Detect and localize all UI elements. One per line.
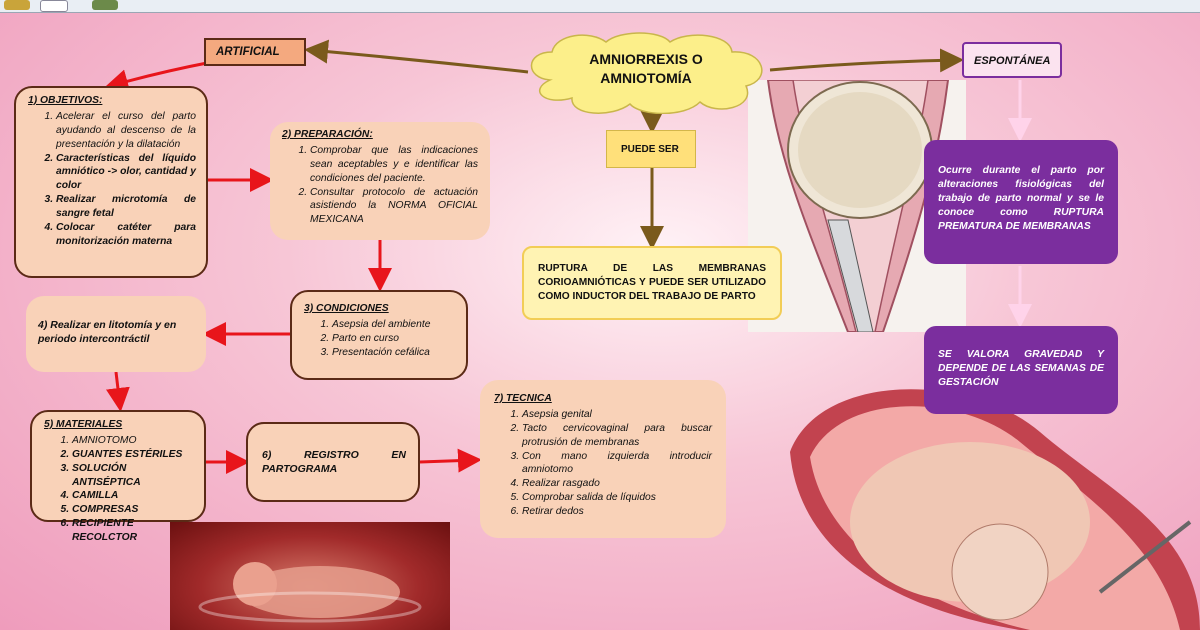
logo-flag-icon	[40, 0, 68, 12]
espontanea-label-box: ESPONTÁNEA	[962, 42, 1062, 78]
objetivos-item: Colocar catéter para monitorización mate…	[56, 221, 196, 249]
cloud-to-artificial-arrow	[304, 39, 529, 74]
preparacion-box: 2) PREPARACIÓN: Comprobar que las indica…	[270, 122, 490, 240]
tecnica-item: Tacto cervicovaginal para buscar protrus…	[522, 422, 712, 450]
objetivos-title: 1) OBJETIVOS:	[28, 95, 103, 106]
artificial-to-objetivos-arrow	[104, 60, 213, 93]
materiales-item: RECIPIENTE RECOLCTOR	[72, 517, 194, 545]
registro-to-tecnica-arrow	[419, 448, 482, 473]
valora-box: SE VALORA GRAVEDAD Y DEPENDE DE LAS SEMA…	[924, 326, 1118, 414]
objetivos-item: Realizar microtomía de sangre fetal	[56, 193, 196, 221]
espontanea-desc-text: Ocurre durante el parto por alteraciones…	[938, 165, 1104, 232]
tecnica-item: Comprobar salida de líquidos	[522, 491, 712, 505]
condiciones-item: Parto en curso	[332, 332, 454, 346]
litotomia-text: 4) Realizar en litotomía y en periodo in…	[38, 319, 177, 346]
condiciones-list: Asepsia del ambiente Parto en curso Pres…	[304, 318, 454, 360]
uterus-illustration	[748, 80, 966, 332]
artificial-label-box: ARTIFICIAL	[204, 38, 306, 66]
ruptura-box: RUPTURA DE LAS MEMBRANAS CORIOAMNIÓTICAS…	[522, 246, 782, 320]
objetivos-box: 1) OBJETIVOS: Acelerar el curso del part…	[14, 86, 208, 278]
ruptura-text: RUPTURA DE LAS MEMBRANAS CORIOAMNIÓTICAS…	[538, 263, 766, 302]
cloud-to-espontanea-arrow	[769, 48, 964, 73]
tecnica-item: Con mano izquierda introducir amniotomo	[522, 450, 712, 478]
preparacion-item: Consultar protocolo de actuación asistie…	[310, 186, 478, 228]
valora-text: SE VALORA GRAVEDAD Y DEPENDE DE LAS SEMA…	[938, 349, 1104, 388]
materiales-list: AMNIOTOMO GUANTES ESTÉRILES SOLUCIÓN ANT…	[44, 434, 194, 545]
fetus-womb-illustration	[780, 372, 1200, 630]
tecnica-item: Retirar dedos	[522, 505, 712, 519]
preparacion-list: Comprobar que las indicaciones sean acep…	[282, 144, 478, 227]
title-cloud: AMNIORREXIS O AMNIOTOMÍA	[520, 30, 772, 114]
litotomia-box: 4) Realizar en litotomía y en periodo in…	[26, 296, 206, 372]
tecnica-list: Asepsia genital Tacto cervicovaginal par…	[494, 408, 712, 519]
materiales-item: SOLUCIÓN ANTISÉPTICA	[72, 462, 194, 490]
logo-left-icon	[4, 0, 30, 10]
fetus-photo	[170, 522, 450, 630]
tecnica-box: 7) TECNICA Asepsia genital Tacto cervico…	[480, 380, 726, 538]
materiales-item: AMNIOTOMO	[72, 434, 194, 448]
condiciones-box: 3) CONDICIONES Asepsia del ambiente Part…	[290, 290, 468, 380]
condiciones-title: 3) CONDICIONES	[304, 303, 389, 314]
title-text: AMNIORREXIS O AMNIOTOMÍA	[589, 51, 703, 86]
materiales-item: COMPRESAS	[72, 503, 194, 517]
registro-text: 6) REGISTRO EN PARTOGRAMA	[262, 449, 406, 476]
espontanea-label: ESPONTÁNEA	[974, 55, 1051, 67]
materiales-item: CAMILLA	[72, 489, 194, 503]
tecnica-item: Asepsia genital	[522, 408, 712, 422]
materiales-item: GUANTES ESTÉRILES	[72, 448, 194, 462]
condiciones-item: Presentación cefálica	[332, 346, 454, 360]
materiales-title: 5) MATERIALES	[44, 419, 123, 430]
artificial-label: ARTIFICIAL	[216, 46, 280, 58]
condiciones-item: Asepsia del ambiente	[332, 318, 454, 332]
top-bar	[0, 0, 1200, 13]
tecnica-title: 7) TECNICA	[494, 393, 552, 404]
registro-box: 6) REGISTRO EN PARTOGRAMA	[246, 422, 420, 502]
puede-ser-box: PUEDE SER	[606, 130, 696, 168]
preparacion-title: 2) PREPARACIÓN:	[282, 129, 373, 140]
tecnica-item: Realizar rasgado	[522, 477, 712, 491]
puede-ser-text: PUEDE SER	[621, 144, 679, 155]
objetivos-item: Características del líquido amniótico ->…	[56, 152, 196, 194]
objetivos-list: Acelerar el curso del parto ayudando al …	[28, 110, 196, 249]
objetivos-item: Acelerar el curso del parto ayudando al …	[56, 110, 196, 152]
litotomia-to-materiales-arrow	[105, 371, 130, 412]
materiales-box: 5) MATERIALES AMNIOTOMO GUANTES ESTÉRILE…	[30, 410, 206, 543]
logo-seal-icon	[92, 0, 118, 10]
espontanea-desc-box: Ocurre durante el parto por alteraciones…	[924, 140, 1118, 264]
preparacion-item: Comprobar que las indicaciones sean acep…	[310, 144, 478, 186]
